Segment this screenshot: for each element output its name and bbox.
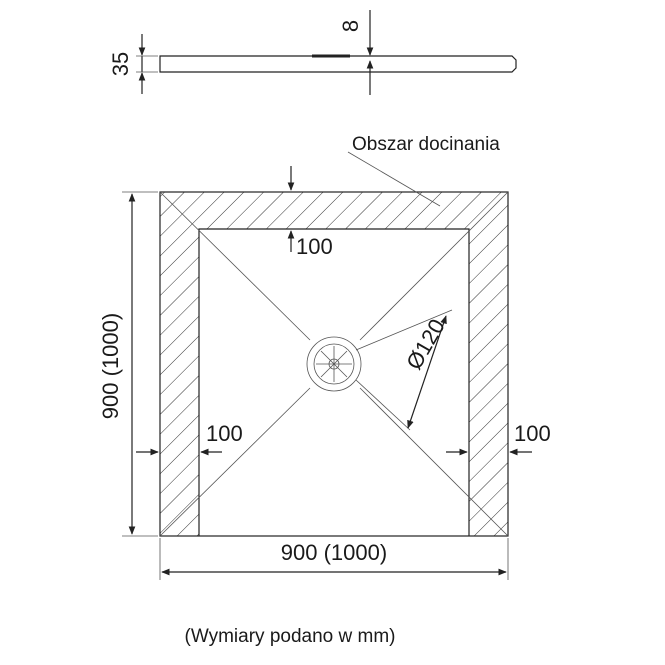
slope-line: [159, 387, 311, 537]
height-label: 900 (1000): [98, 313, 123, 419]
tray-profile: [159, 55, 517, 73]
width-label: 900 (1000): [281, 540, 387, 565]
units-footnote: (Wymiary podano w mm): [185, 626, 396, 647]
trim-area-label: Obszar docinania: [352, 134, 500, 155]
left-margin-label: 100: [206, 421, 243, 446]
tray-outline: [159, 191, 509, 537]
drain-diameter-dim: [407, 315, 447, 429]
drain-diameter-label: Ø120: [401, 315, 450, 374]
right-margin-label: 100: [514, 421, 551, 446]
drain: [306, 336, 362, 392]
top-view: Ø120 Obszar docinania 100 100 100 900 (1…: [98, 134, 551, 580]
inner-boundary: [198, 228, 470, 536]
slope-line: [159, 191, 311, 341]
side-view: 35 8: [108, 10, 517, 95]
slope-line: [359, 387, 509, 537]
slope-line: [359, 191, 509, 341]
drain-ext-line: [355, 379, 411, 431]
side-height-label: 35: [108, 52, 133, 76]
trim-area-leader: [347, 151, 441, 207]
drain-depth-label: 8: [338, 20, 363, 32]
top-margin-label: 100: [296, 234, 333, 259]
